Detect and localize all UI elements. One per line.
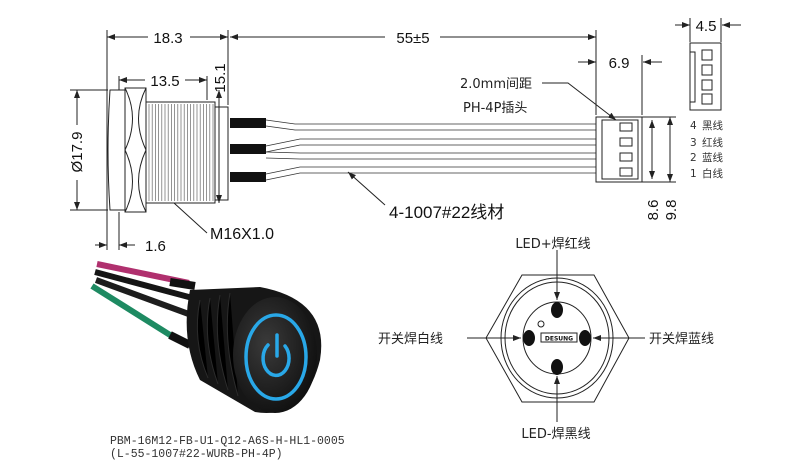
svg-text:红线: 红线 xyxy=(702,136,723,149)
dim-connector-depth: 4.5 xyxy=(696,18,717,35)
svg-text:白线: 白线 xyxy=(702,167,723,180)
svg-text:黑线: 黑线 xyxy=(702,119,723,132)
led-ring xyxy=(244,313,308,401)
dimension-lines xyxy=(70,18,741,250)
dim-connector-outer-height: 9.8 xyxy=(663,200,680,221)
svg-text:2: 2 xyxy=(690,152,697,164)
cable-spec-label: 4-1007#22线材 xyxy=(389,203,504,222)
connector-type-label: PH-4P插头 xyxy=(463,101,527,116)
svg-text:4: 4 xyxy=(690,120,697,132)
wire-sleeve xyxy=(230,144,266,154)
svg-text:1: 1 xyxy=(690,168,697,180)
dim-cable-length: 55±5 xyxy=(396,30,429,47)
part-number: PBM-16M12-FB-U1-Q12-A6S-H-HL1-0005 xyxy=(110,435,345,448)
dim-body-height: 15.1 xyxy=(212,63,229,92)
power-icon xyxy=(261,333,291,378)
part-number-detail: (L-55-1007#22-WURB-PH-4P) xyxy=(110,448,283,461)
svg-text:蓝线: 蓝线 xyxy=(702,151,723,164)
pitch-label: 2.0mm间距 xyxy=(460,77,532,92)
led-plus-label: LED+焊红线 xyxy=(515,236,590,252)
connector-side-view xyxy=(689,42,722,111)
switch-blue-label: 开关焊蓝线 xyxy=(649,331,714,347)
thread-spec-label: M16X1.0 xyxy=(210,226,274,243)
switch-side-view xyxy=(107,87,229,213)
dim-connector-inner-height: 8.6 xyxy=(645,200,662,221)
switch-white-label: 开关焊白线 xyxy=(378,331,443,347)
product-photo xyxy=(90,261,322,413)
dim-connector-width: 6.9 xyxy=(609,55,630,72)
led-minus-label: LED-焊黑线 xyxy=(521,426,590,442)
svg-text:3: 3 xyxy=(690,137,697,149)
pinout-list: 4 黑线 3 红线 2 蓝线 1 白线 xyxy=(690,119,723,180)
dim-thread-length: 13.5 xyxy=(150,73,179,90)
dim-bezel-thickness: 1.6 xyxy=(145,238,166,255)
dim-bezel-diameter: Ø17.9 xyxy=(69,132,86,173)
cable-wires xyxy=(265,119,596,181)
brand-label: DESUNG xyxy=(545,336,573,343)
wire-sleeve xyxy=(230,118,266,128)
dim-overall-length: 18.3 xyxy=(153,30,182,47)
wire-sleeve xyxy=(230,172,266,182)
rear-view: DESUNG xyxy=(467,250,645,422)
ph-4p-connector xyxy=(595,116,643,183)
